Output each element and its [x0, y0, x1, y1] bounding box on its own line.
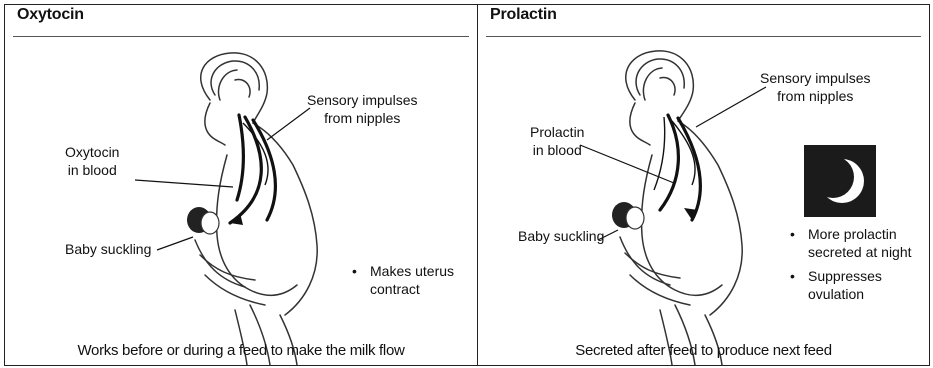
baby-suckling-label: Baby suckling: [518, 227, 604, 245]
effects-list: Makes uterus contract: [352, 262, 454, 304]
hormone-arrow: [660, 115, 678, 210]
effect-item: More prolactin secreted at night: [790, 225, 912, 261]
baby-suckling-label: Baby suckling: [65, 240, 151, 258]
panel-caption: Works before or during a feed to make th…: [5, 342, 477, 359]
hormone-in-blood-label: Oxytocin in blood: [65, 143, 119, 179]
panel-caption: Secreted after feed to produce next feed: [478, 342, 929, 359]
mother-baby-illustration: [5, 5, 478, 366]
sensory-impulses-label: Sensory impulses from nipples: [760, 69, 871, 105]
sensory-impulses-label: Sensory impulses from nipples: [307, 91, 418, 127]
oxytocin-panel: Oxytocin: [4, 4, 478, 366]
effect-item: Makes uterus contract: [352, 262, 454, 298]
prolactin-panel: Prolactin: [478, 4, 930, 366]
hormone-arrow: [230, 117, 261, 223]
effect-item: Suppresses ovulation: [790, 267, 912, 303]
hormone-in-blood-label: Prolactin in blood: [530, 123, 584, 159]
effects-list: More prolactin secreted at night Suppres…: [790, 225, 912, 309]
crescent-moon-icon: [804, 145, 876, 217]
